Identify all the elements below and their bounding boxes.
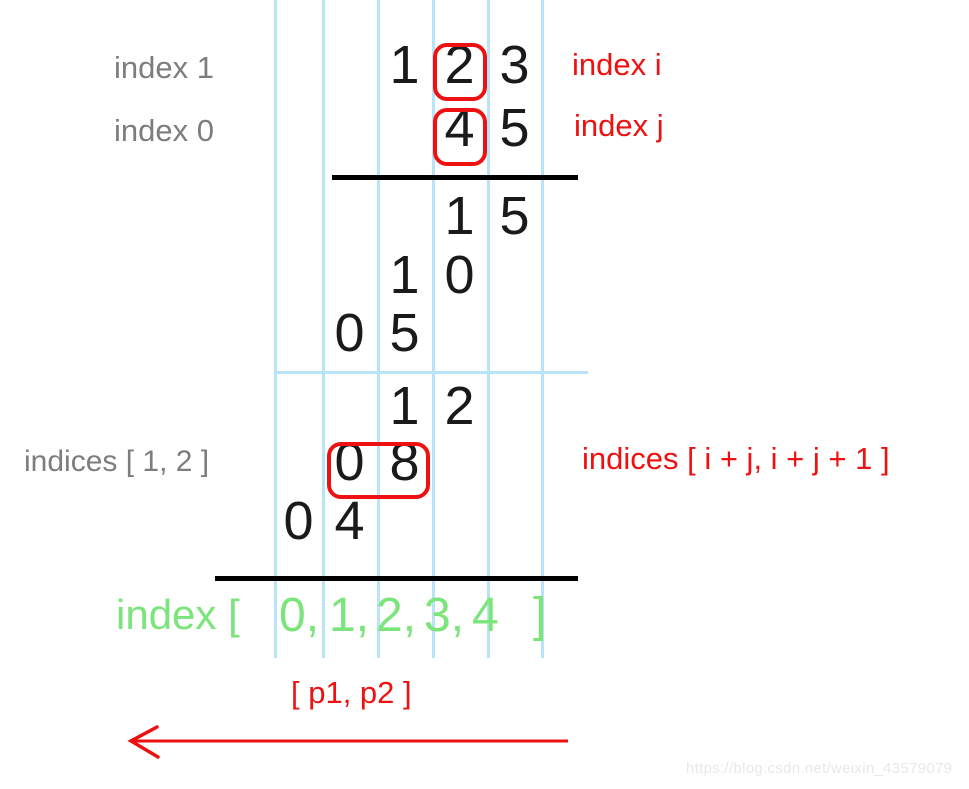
digit-pp1-row3-1: 5 [389, 303, 420, 363]
digit-multiplier-1: 5 [499, 98, 530, 158]
digit-pp2-row3-0: 0 [283, 491, 314, 551]
index-axis-label: index [ [116, 591, 240, 638]
label-indices-1-2: indices [ 1, 2 ] [24, 445, 210, 478]
digit-multiplicand-2: 3 [499, 35, 530, 95]
digit-pp1-row3-0: 0 [334, 303, 365, 363]
highlight-circle-digits-08 [327, 442, 430, 499]
index-axis-item-0: 0, [279, 589, 320, 642]
grid-vline-1 [274, 0, 277, 658]
label-index-j: index j [574, 108, 664, 143]
label-indices-i-j: indices [ i + j, i + j + 1 ] [582, 441, 890, 476]
digit-pp1-row2-0: 1 [389, 245, 420, 305]
highlight-circle-digit-2 [433, 43, 487, 101]
multiplication-bar [332, 175, 578, 180]
index-axis-item-2: 2, [376, 589, 417, 642]
digit-pp1-row2-1: 0 [444, 245, 475, 305]
label-index-1: index 1 [114, 50, 214, 85]
digit-multiplicand-1: 2 [444, 35, 475, 95]
label-p1-p2: [ p1, p2 ] [291, 675, 412, 710]
watermark-text: https://blog.csdn.net/weixin_43579079 [686, 760, 953, 777]
index-axis-close-bracket: ] [533, 589, 547, 642]
digit-pp2-row3-1: 4 [334, 491, 365, 551]
digit-pp2-row1-0: 1 [389, 376, 420, 436]
grid-vline-3 [377, 0, 380, 658]
digit-pp1-row1-0: 1 [444, 186, 475, 246]
digit-pp2-row1-1: 2 [444, 376, 475, 436]
index-axis-item-4: 4 [472, 589, 499, 642]
section-divider-line [275, 371, 588, 374]
left-arrow-icon [127, 725, 568, 759]
label-index-i: index i [572, 47, 662, 82]
grid-vline-5 [487, 0, 490, 658]
grid-vline-2 [322, 0, 325, 658]
label-index-0: index 0 [114, 113, 214, 148]
index-axis-item-3: 3, [424, 589, 465, 642]
result-bar [215, 576, 578, 581]
index-axis-item-1: 1, [329, 589, 370, 642]
digit-pp1-row1-1: 5 [499, 186, 530, 246]
grid-vline-4 [432, 0, 435, 658]
grid-vline-6 [541, 0, 544, 658]
highlight-circle-digit-4 [433, 108, 487, 166]
digit-multiplicand-0: 1 [389, 35, 420, 95]
